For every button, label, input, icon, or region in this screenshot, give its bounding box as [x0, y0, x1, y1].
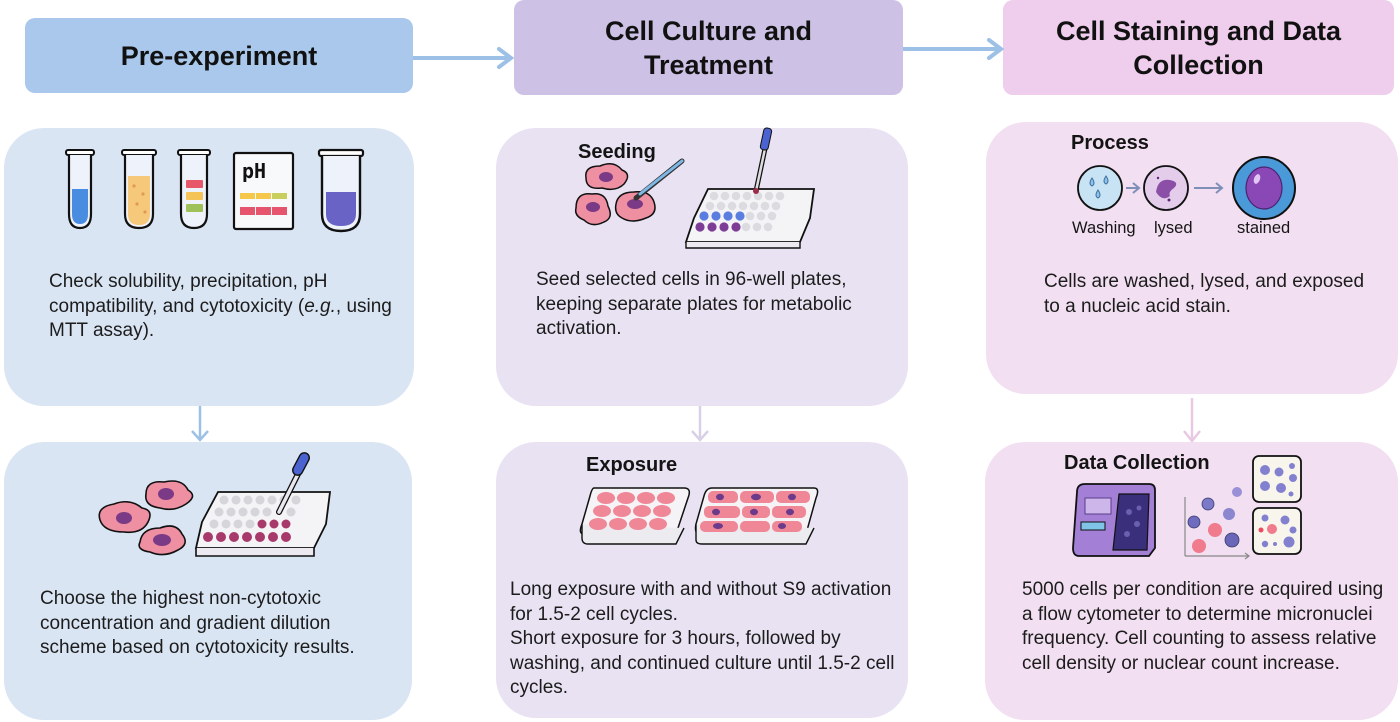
arrow-right-icon — [1126, 182, 1141, 194]
cells-plate-dilution-illustration — [98, 452, 332, 557]
micronuclei-panel-icon — [1252, 455, 1302, 503]
step-card-seeding: Seeding — [496, 127, 908, 406]
data-collection-illustration — [1072, 455, 1302, 560]
scatter-plot-icon — [1184, 487, 1250, 560]
test-tube-precipitate-icon — [121, 149, 157, 230]
process-label-stained: stained — [1237, 219, 1291, 237]
seeding-illustration — [574, 127, 816, 249]
step-subtitle: Exposure — [586, 454, 678, 476]
step-card-dose-selection: Choose the highest non-cytotoxic concent… — [4, 442, 412, 720]
plate-long-exposure-icon — [579, 487, 691, 545]
stage-title-line-2: Treatment — [643, 49, 774, 80]
micronuclei-panel-icon — [1252, 507, 1302, 555]
process-flow-illustration — [1077, 156, 1296, 220]
arrow-down-icon — [691, 405, 709, 442]
test-tube-color-bands-icon — [177, 149, 211, 230]
step-description: Choose the highest non-cytotoxic concent… — [40, 588, 355, 658]
step-description: Cells are washed, lysed, and exposed to … — [1044, 271, 1365, 317]
dropper-icon — [276, 452, 310, 515]
step-card-data-collection: Data Collection — [985, 442, 1398, 720]
cells-icon — [574, 163, 656, 226]
arrow-down-icon — [1183, 398, 1201, 444]
step-description: 5000 cells per condition are acquired us… — [1022, 579, 1384, 674]
stage-header-pre-experiment: Pre-experiment — [25, 18, 413, 93]
cells-icon — [98, 480, 194, 556]
arrow-right-icon — [413, 47, 515, 69]
arrow-right-icon — [903, 38, 1005, 60]
arrow-down-icon — [191, 405, 209, 442]
ph-strip-icon: pH — [232, 151, 295, 231]
step-subtitle: Data Collection — [1064, 452, 1210, 474]
washing-icon — [1077, 165, 1123, 211]
exposure-plates-illustration — [579, 487, 819, 545]
test-tubes-illustration: pH — [65, 148, 365, 233]
step-subtitle: Seeding — [578, 141, 656, 163]
process-label-lysed: lysed — [1154, 219, 1193, 237]
pipette-icon — [633, 158, 685, 201]
stage-header-cell-culture: Cell Culture and Treatment — [514, 0, 903, 95]
step-description: Check solubility, precipitation, pH comp… — [49, 271, 392, 341]
96-well-plate-icon — [684, 188, 816, 249]
step-description: Long exposure with and without S9 activa… — [510, 579, 895, 698]
test-tube-blue-icon — [65, 149, 95, 230]
stage-title-line-1: Cell Culture and — [604, 15, 813, 46]
lysed-cell-icon — [1143, 165, 1189, 211]
stage-title: Pre-experiment — [120, 40, 318, 71]
well-plate-icon — [194, 491, 332, 557]
stained-cell-icon — [1232, 156, 1296, 220]
step-card-process: Process Washing lysed stained Cells ar — [986, 122, 1398, 394]
test-tube-mtt-icon — [317, 148, 365, 233]
stage-title-line-1: Cell Staining and Data — [1055, 15, 1342, 46]
step-card-solubility-check: pH Check solubility, precipitation, pH c… — [4, 128, 414, 406]
step-card-exposure: Exposure Long ex — [496, 442, 908, 718]
svg-text:pH: pH — [242, 159, 266, 183]
stage-header-staining: Cell Staining and Data Collection — [1003, 0, 1394, 95]
stage-title-line-2: Collection — [1133, 49, 1264, 80]
process-label-washing: Washing — [1072, 219, 1136, 237]
flow-cytometer-icon — [1072, 483, 1156, 557]
arrow-right-icon — [1194, 182, 1224, 194]
pipette-icon — [753, 127, 773, 194]
plate-short-exposure-icon — [694, 487, 819, 545]
step-subtitle: Process — [1071, 132, 1149, 154]
step-description: Seed selected cells in 96-well plates, k… — [536, 269, 852, 339]
